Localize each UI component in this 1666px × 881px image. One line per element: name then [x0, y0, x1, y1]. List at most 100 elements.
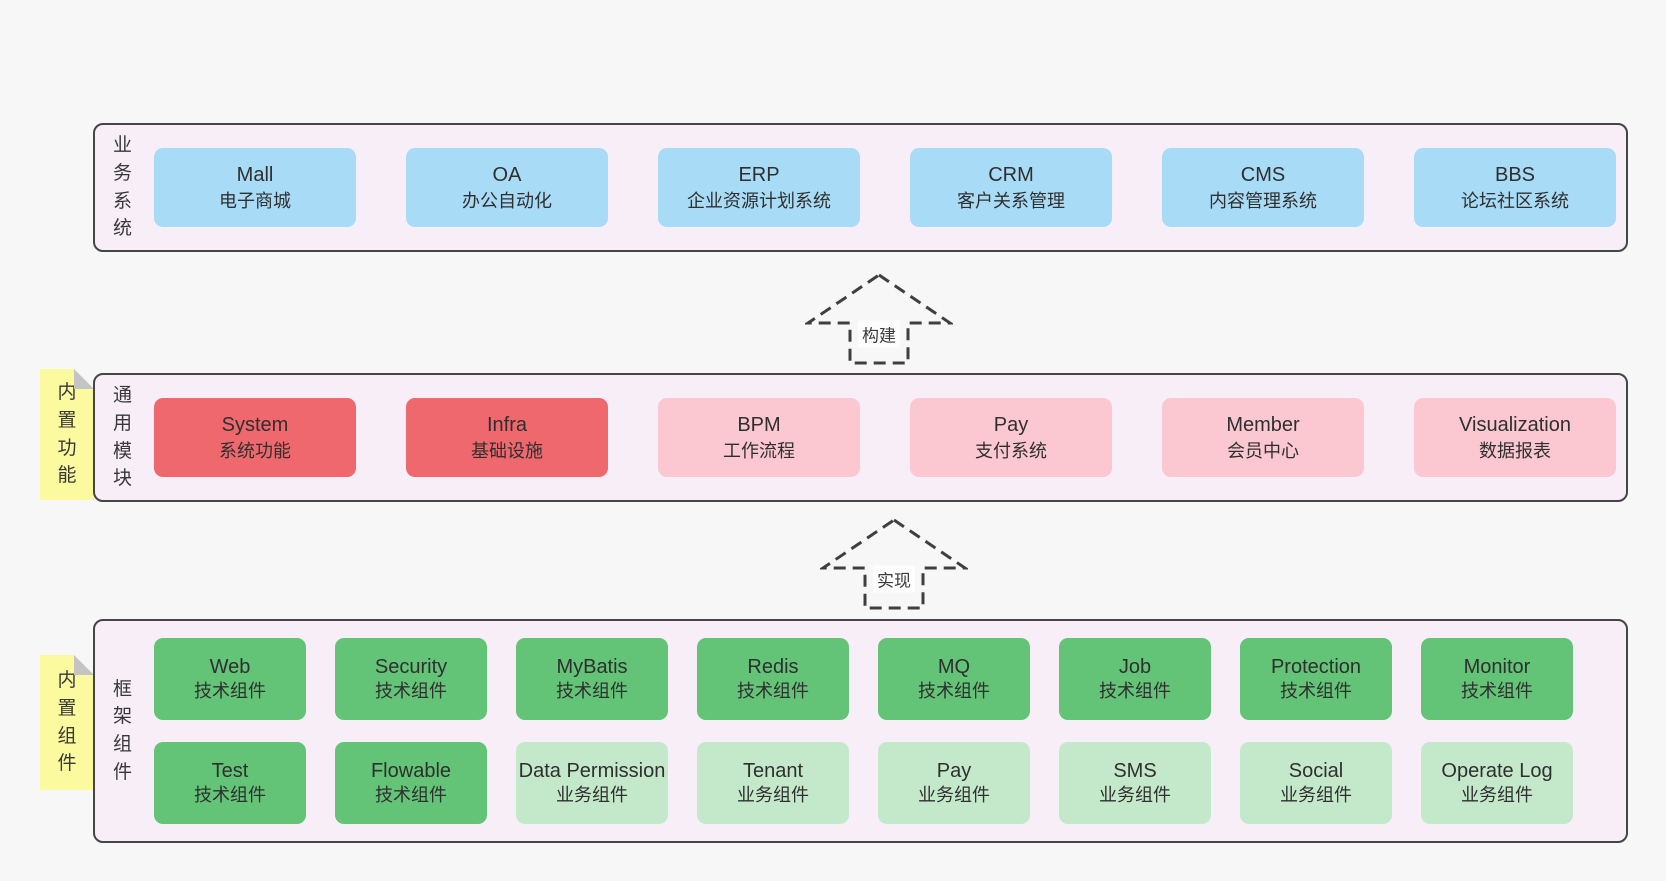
box-title: CMS [1240, 163, 1286, 186]
arrow-build: 构建 [805, 272, 953, 366]
box-title: Pay [936, 759, 972, 782]
box-title: Protection [1270, 655, 1362, 678]
box-title: System [221, 413, 289, 436]
box-subtitle: 技术组件 [1099, 681, 1171, 702]
component-row-2: Test 技术组件 Flowable 技术组件 Data Permission … [154, 742, 1573, 824]
box-subtitle: 技术组件 [194, 681, 266, 702]
box-erp: ERP 企业资源计划系统 [658, 148, 860, 227]
box-subtitle: 业务组件 [737, 785, 809, 806]
box-title: MQ [937, 655, 971, 678]
box-title: CRM [988, 163, 1034, 186]
box-title: Test [211, 759, 249, 782]
box-protection: Protection 技术组件 [1240, 638, 1392, 720]
tag-builtin-components: 内置组件 [40, 655, 94, 790]
component-row-1: Web 技术组件 Security 技术组件 MyBatis 技术组件 Redi… [154, 638, 1573, 720]
box-title: MyBatis [556, 655, 628, 678]
box-subtitle: 技术组件 [375, 785, 447, 806]
box-title: Tenant [742, 759, 804, 782]
tag-builtin-features: 内置功能 [40, 369, 94, 500]
box-cms: CMS 内容管理系统 [1162, 148, 1364, 227]
box-title: ERP [738, 163, 780, 186]
box-title: Redis [747, 655, 799, 678]
box-title: Social [1288, 759, 1344, 782]
box-redis: Redis 技术组件 [697, 638, 849, 720]
box-subtitle: 企业资源计划系统 [687, 190, 831, 211]
box-subtitle: 支付系统 [975, 440, 1047, 461]
box-flowable: Flowable 技术组件 [335, 742, 487, 824]
box-subtitle: 业务组件 [556, 785, 628, 806]
box-title: Mall [236, 163, 274, 186]
box-title: BPM [737, 413, 781, 436]
box-subtitle: 系统功能 [219, 440, 291, 461]
component-rows: Web 技术组件 Security 技术组件 MyBatis 技术组件 Redi… [154, 638, 1573, 824]
layer-common-modules: 通用模块 System 系统功能 Infra 基础设施 BPM 工作流程 Pay… [93, 373, 1628, 502]
box-title: Member [1226, 413, 1300, 436]
box-infra: Infra 基础设施 [406, 398, 608, 477]
up-arrow-icon [805, 273, 953, 365]
arrow-implement: 实现 [820, 517, 968, 611]
box-sms: SMS 业务组件 [1059, 742, 1211, 824]
arrow-build-label: 构建 [858, 320, 900, 348]
box-title: Pay [993, 413, 1029, 436]
business-boxes: Mall 电子商城 OA 办公自动化 ERP 企业资源计划系统 CRM 客户关系… [154, 148, 1616, 227]
box-subtitle: 技术组件 [1280, 681, 1352, 702]
box-subtitle: 业务组件 [1280, 785, 1352, 806]
box-title: Infra [486, 413, 528, 436]
box-subtitle: 业务组件 [918, 785, 990, 806]
box-title: BBS [1494, 163, 1536, 186]
box-subtitle: 技术组件 [375, 681, 447, 702]
layer-label-components: 框架组件 [112, 678, 132, 783]
box-system: System 系统功能 [154, 398, 356, 477]
box-title: SMS [1113, 759, 1157, 782]
box-job: Job 技术组件 [1059, 638, 1211, 720]
box-crm: CRM 客户关系管理 [910, 148, 1112, 227]
module-boxes: System 系统功能 Infra 基础设施 BPM 工作流程 Pay 支付系统… [154, 398, 1616, 477]
box-web: Web 技术组件 [154, 638, 306, 720]
box-subtitle: 数据报表 [1479, 440, 1551, 461]
box-subtitle: 技术组件 [556, 681, 628, 702]
box-social: Social 业务组件 [1240, 742, 1392, 824]
box-monitor: Monitor 技术组件 [1421, 638, 1573, 720]
box-data-permission: Data Permission 业务组件 [516, 742, 668, 824]
box-tenant: Tenant 业务组件 [697, 742, 849, 824]
box-subtitle: 技术组件 [918, 681, 990, 702]
box-pay-component: Pay 业务组件 [878, 742, 1030, 824]
box-subtitle: 基础设施 [471, 440, 543, 461]
box-subtitle: 论坛社区系统 [1461, 190, 1569, 211]
box-security: Security 技术组件 [335, 638, 487, 720]
up-arrow-icon [820, 518, 968, 610]
tag-label: 内置组件 [57, 670, 77, 775]
box-title: Web [209, 655, 251, 678]
box-title: Job [1118, 655, 1152, 678]
layer-label-business: 业务系统 [112, 135, 132, 240]
box-member: Member 会员中心 [1162, 398, 1364, 477]
box-title: Flowable [370, 759, 452, 782]
box-oa: OA 办公自动化 [406, 148, 608, 227]
box-title: Visualization [1459, 413, 1571, 436]
tag-label: 内置功能 [57, 382, 77, 487]
box-subtitle: 办公自动化 [462, 190, 552, 211]
box-bbs: BBS 论坛社区系统 [1414, 148, 1616, 227]
box-mybatis: MyBatis 技术组件 [516, 638, 668, 720]
box-subtitle: 技术组件 [1461, 681, 1533, 702]
box-subtitle: 会员中心 [1227, 440, 1299, 461]
box-subtitle: 工作流程 [723, 440, 795, 461]
box-title: Data Permission [518, 759, 666, 782]
box-pay-module: Pay 支付系统 [910, 398, 1112, 477]
box-title: Monitor [1463, 655, 1531, 678]
box-subtitle: 业务组件 [1461, 785, 1533, 806]
box-mq: MQ 技术组件 [878, 638, 1030, 720]
folded-corner-icon [74, 655, 94, 675]
layer-framework-components: 框架组件 Web 技术组件 Security 技术组件 MyBatis 技术组件… [93, 619, 1628, 843]
box-title: Operate Log [1441, 759, 1553, 782]
layer-business-systems: 业务系统 Mall 电子商城 OA 办公自动化 ERP 企业资源计划系统 CRM… [93, 123, 1628, 252]
box-subtitle: 客户关系管理 [957, 190, 1065, 211]
arrow-implement-label: 实现 [873, 565, 915, 593]
box-visualization: Visualization 数据报表 [1414, 398, 1616, 477]
box-operate-log: Operate Log 业务组件 [1421, 742, 1573, 824]
box-subtitle: 内容管理系统 [1209, 190, 1317, 211]
box-subtitle: 技术组件 [737, 681, 809, 702]
folded-corner-icon [74, 369, 94, 389]
box-subtitle: 技术组件 [194, 785, 266, 806]
